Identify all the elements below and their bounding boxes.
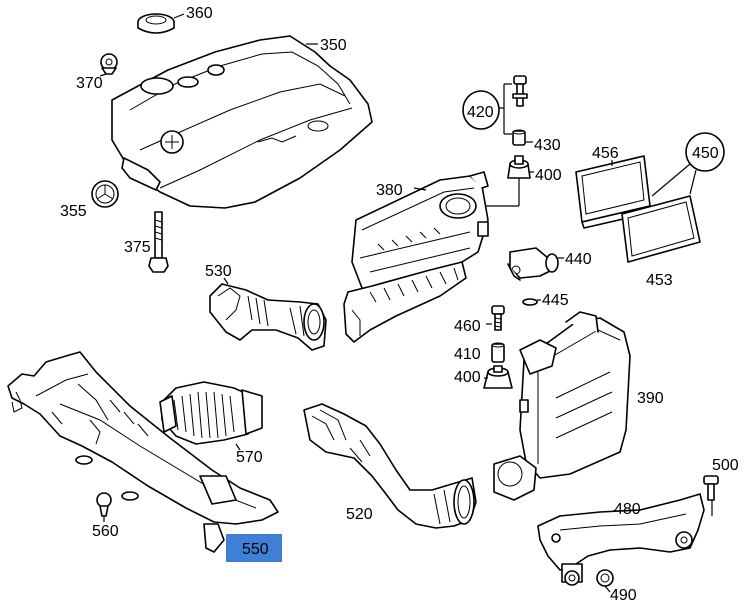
label-370[interactable]: 370 bbox=[76, 75, 103, 92]
label-355[interactable]: 355 bbox=[60, 203, 87, 220]
label-450[interactable]: 450 bbox=[692, 145, 719, 162]
label-400-lower[interactable]: 400 bbox=[454, 369, 481, 386]
part-410-bushing[interactable] bbox=[491, 342, 505, 363]
label-456[interactable]: 456 bbox=[592, 145, 619, 162]
part-420-bolt[interactable] bbox=[512, 75, 528, 107]
label-490[interactable]: 490 bbox=[610, 587, 637, 604]
label-380[interactable]: 380 bbox=[376, 182, 403, 199]
label-530[interactable]: 530 bbox=[205, 263, 232, 280]
label-375[interactable]: 375 bbox=[124, 239, 151, 256]
part-390-housing[interactable] bbox=[493, 311, 631, 501]
highlight-box-550 bbox=[226, 534, 282, 562]
label-480[interactable]: 480 bbox=[614, 501, 641, 518]
label-550[interactable]: 550 bbox=[242, 541, 269, 558]
label-420[interactable]: 420 bbox=[467, 104, 494, 121]
label-440[interactable]: 440 bbox=[565, 251, 592, 268]
label-390[interactable]: 390 bbox=[637, 390, 664, 407]
part-400-mount-lower[interactable] bbox=[483, 365, 513, 389]
label-350[interactable]: 350 bbox=[320, 37, 347, 54]
part-530-intake-duct[interactable] bbox=[209, 283, 327, 351]
part-500-bolt[interactable] bbox=[703, 475, 719, 501]
label-410[interactable]: 410 bbox=[454, 346, 481, 363]
part-350-engine-cover[interactable] bbox=[111, 35, 373, 209]
label-570[interactable]: 570 bbox=[236, 449, 263, 466]
part-360-cap[interactable] bbox=[137, 13, 175, 34]
label-560[interactable]: 560 bbox=[92, 523, 119, 540]
label-430[interactable]: 430 bbox=[534, 137, 561, 154]
callout-420 bbox=[462, 83, 512, 135]
label-500[interactable]: 500 bbox=[712, 457, 739, 474]
label-520[interactable]: 520 bbox=[346, 506, 373, 523]
part-570-duct[interactable] bbox=[159, 381, 263, 445]
part-453-filter-element[interactable] bbox=[621, 195, 701, 263]
part-490-grommet[interactable] bbox=[564, 569, 614, 587]
label-445[interactable]: 445 bbox=[542, 292, 569, 309]
part-520-intake-duct[interactable] bbox=[303, 403, 477, 529]
callout-450 bbox=[651, 132, 725, 197]
part-400-mount-upper[interactable] bbox=[507, 155, 531, 179]
label-360[interactable]: 360 bbox=[186, 5, 213, 22]
part-560-clip[interactable] bbox=[96, 492, 112, 517]
label-460[interactable]: 460 bbox=[454, 318, 481, 335]
part-380-air-filter-housing[interactable] bbox=[351, 171, 489, 291]
part-430-bushing[interactable] bbox=[512, 129, 526, 146]
part-370-clip[interactable] bbox=[100, 53, 118, 75]
part-445-o-ring[interactable] bbox=[522, 298, 538, 306]
label-453[interactable]: 453 bbox=[646, 272, 673, 289]
part-550-intake-duct[interactable] bbox=[7, 351, 279, 553]
part-380-lower-housing[interactable] bbox=[343, 261, 467, 343]
label-400-upper[interactable]: 400 bbox=[535, 167, 562, 184]
part-355-emblem[interactable] bbox=[91, 180, 119, 208]
part-375-stud[interactable] bbox=[148, 211, 169, 273]
part-460-bolt[interactable] bbox=[491, 305, 505, 331]
part-440-sensor[interactable] bbox=[507, 247, 559, 281]
